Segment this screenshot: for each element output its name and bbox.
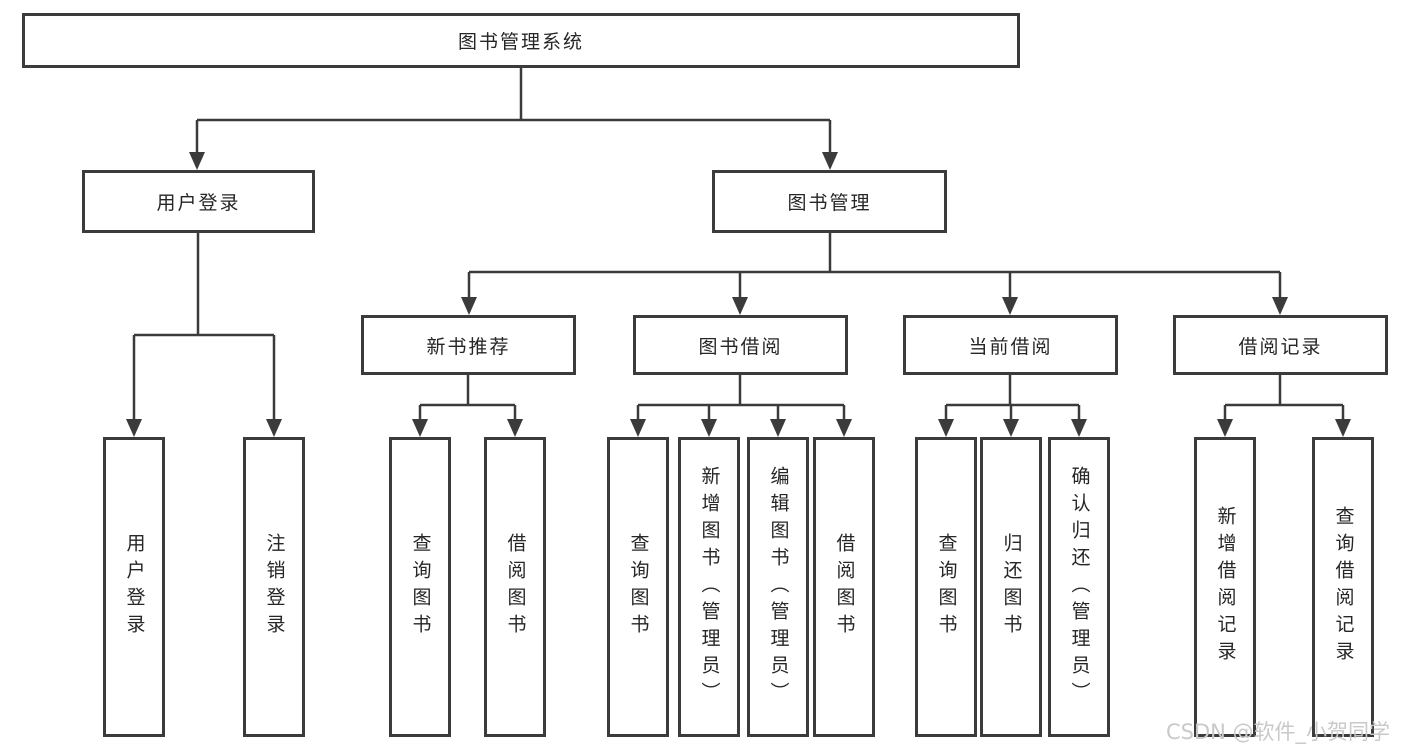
leaf-label: 归还图书 [1000,533,1023,641]
arrow-down-icon [732,297,748,315]
leaf-edit-books-admin: 编辑图书（管理员） [747,437,809,737]
node-label: 图书借阅 [698,335,783,358]
arrow-down-icon [822,152,838,170]
leaf-return-books: 归还图书 [980,437,1042,737]
node-label: 当前借阅 [968,335,1053,358]
node-label: 新书推荐 [426,335,511,358]
leaf-label: 借阅图书 [504,533,527,641]
leaf-label: 查询图书 [627,533,650,641]
leaf-label: 查询图书 [409,533,432,641]
leaf-label: 新增借阅记录 [1214,506,1237,668]
node-book-management: 图书管理 [712,170,947,233]
node-user-login-label: 用户登录 [156,192,241,214]
connector-management-to-sections [467,232,1282,299]
node-current-borrowing: 当前借阅 [903,315,1118,375]
leaf-add-borrow-record: 新增借阅记录 [1194,437,1256,737]
leaf-label: 编辑图书（管理员） [767,465,790,709]
arrow-down-icon [266,419,282,437]
arrow-down-icon [412,419,428,437]
leaf-query-books-2: 查询图书 [607,437,669,737]
arrow-down-icon [630,419,646,437]
arrow-down-icon [770,419,786,437]
node-book-management-label: 图书管理 [787,192,872,214]
node-user-login: 用户登录 [82,170,315,233]
connector-paths [132,68,1345,421]
connector-login-to-leaves [132,232,276,421]
arrow-down-icon [1071,419,1087,437]
connector-borrowing-to-leaves [636,375,846,421]
arrow-down-icon [938,419,954,437]
leaf-query-books-3: 查询图书 [915,437,977,737]
leaf-label: 注销登录 [263,533,286,641]
arrow-down-icon [1272,297,1288,315]
arrow-down-icon [701,419,717,437]
arrow-down-icon [126,419,142,437]
arrowheads [126,152,1351,437]
connector-newbooks-to-leaves [418,375,517,421]
leaf-logout: 注销登录 [243,437,305,737]
leaf-label: 用户登录 [123,533,146,641]
node-new-book-recommendation: 新书推荐 [361,315,576,375]
arrow-down-icon [507,419,523,437]
leaf-borrow-books-2: 借阅图书 [813,437,875,737]
leaf-add-books-admin: 新增图书（管理员） [678,437,740,737]
node-borrowing-records: 借阅记录 [1173,315,1388,375]
leaf-label: 借阅图书 [833,533,856,641]
node-root-label: 图书管理系统 [457,31,584,53]
arrow-down-icon [1003,419,1019,437]
connector-current-to-leaves [944,375,1081,421]
csdn-watermark: CSDN @软件_小贺同学 [1166,720,1391,744]
leaf-confirm-return-admin: 确认归还（管理员） [1048,437,1110,737]
connector-records-to-leaves [1223,375,1345,421]
leaf-label: 新增图书（管理员） [698,465,721,709]
leaf-query-borrow-record: 查询借阅记录 [1312,437,1374,737]
leaf-label: 查询借阅记录 [1332,506,1355,668]
leaf-query-books-1: 查询图书 [389,437,451,737]
leaf-label: 查询图书 [935,533,958,641]
arrow-down-icon [836,419,852,437]
node-book-borrowing: 图书借阅 [633,315,848,375]
arrow-down-icon [1335,419,1351,437]
arrow-down-icon [1217,419,1233,437]
arrow-down-icon [189,152,205,170]
leaf-borrow-books-1: 借阅图书 [484,437,546,737]
connector-root-to-level2 [195,68,832,154]
node-root: 图书管理系统 [22,13,1020,68]
node-label: 借阅记录 [1238,335,1323,358]
arrow-down-icon [461,297,477,315]
leaf-user-login: 用户登录 [103,437,165,737]
arrow-down-icon [1002,297,1018,315]
leaf-label: 确认归还（管理员） [1068,465,1091,709]
